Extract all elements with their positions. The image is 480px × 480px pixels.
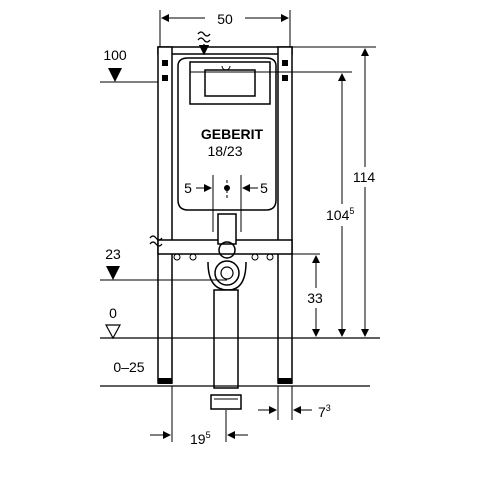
height-total-label: 114 xyxy=(353,169,376,185)
spacing-dimensions: 5 5 xyxy=(184,175,268,232)
button-size-label: 18/23 xyxy=(207,143,242,159)
side-offset-label: 73 xyxy=(318,403,331,420)
brand-logo: GEBERIT xyxy=(201,126,264,142)
bottom-dimensions: 195 73 xyxy=(150,386,331,447)
spacing-left-label: 5 xyxy=(184,180,192,196)
level-23: 23 xyxy=(100,235,227,281)
floor-range: 0–25 xyxy=(100,359,370,387)
spacing-right-label: 5 xyxy=(260,180,268,196)
outlet-height-label: 33 xyxy=(307,290,323,306)
level-0: 0 xyxy=(100,305,380,340)
water-supply-icon xyxy=(197,31,211,56)
level-0-label: 0 xyxy=(109,305,117,321)
top-width-label: 50 xyxy=(217,11,233,27)
top-width-dimension: 50 xyxy=(159,9,291,50)
level-100: 100 xyxy=(100,47,158,83)
level-100-label: 100 xyxy=(103,47,127,63)
cistern: GEBERIT 18/23 xyxy=(177,57,352,211)
floor-level-icon xyxy=(104,324,122,340)
level-23-label: 23 xyxy=(105,246,121,262)
height-dimensions: 114 1045 33 xyxy=(246,46,380,337)
drain-assembly xyxy=(207,213,247,410)
level-marker-icon xyxy=(106,266,120,280)
frame-structure xyxy=(157,46,293,384)
bottom-offset-label: 195 xyxy=(190,430,211,447)
floor-range-label: 0–25 xyxy=(113,359,144,375)
flush-button xyxy=(204,69,256,97)
height-tank-label: 1045 xyxy=(326,206,354,223)
level-marker-icon xyxy=(108,68,122,82)
